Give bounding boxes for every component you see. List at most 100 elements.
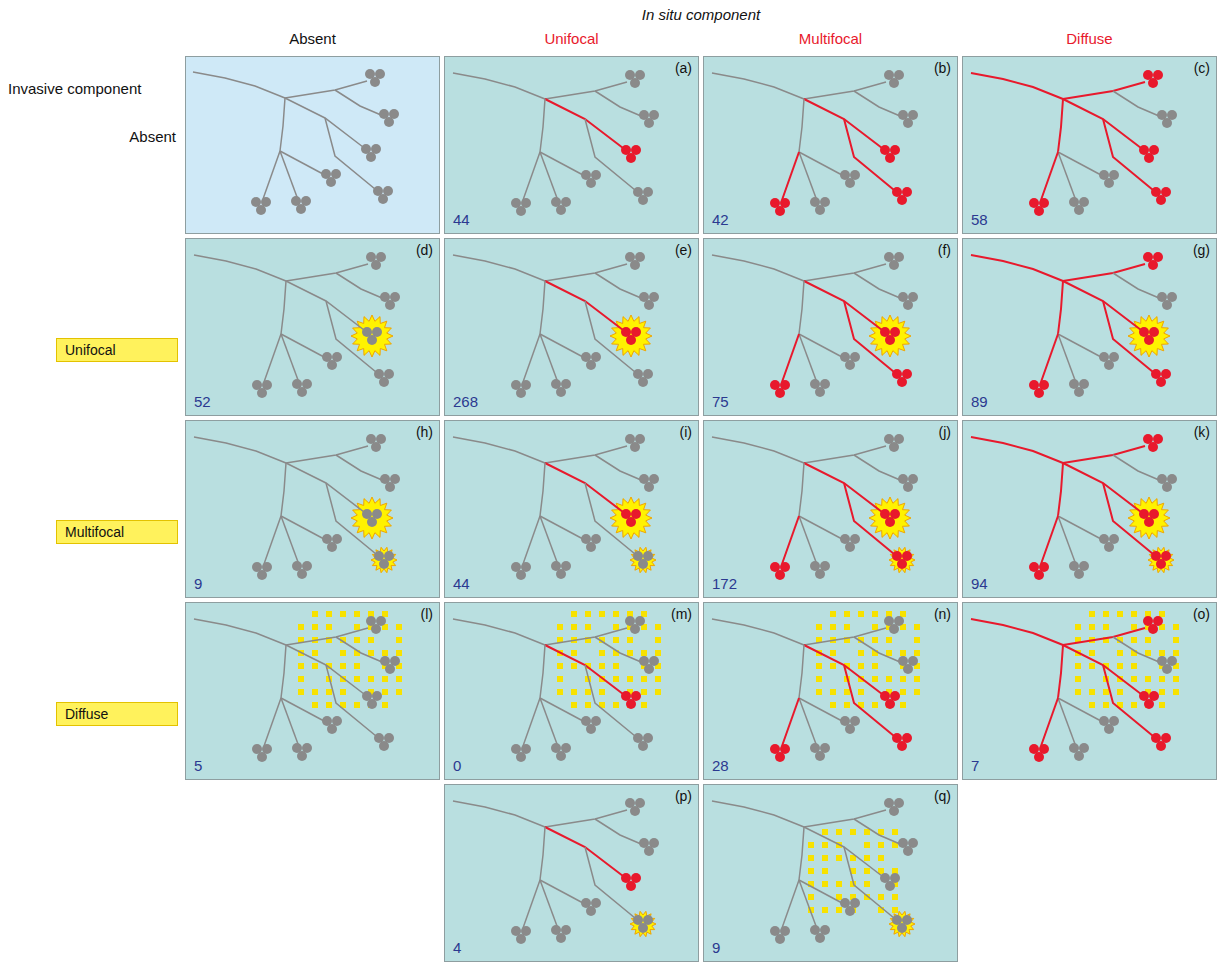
duct — [804, 264, 886, 281]
duct — [545, 463, 623, 512]
tumour-cell — [627, 637, 633, 643]
lobule — [630, 442, 640, 452]
tumour-cell — [599, 663, 605, 669]
tumour-cell — [844, 624, 850, 630]
duct — [336, 637, 382, 662]
lobule — [815, 933, 825, 943]
duct — [280, 98, 285, 151]
lobule — [885, 517, 895, 527]
case-count: 89 — [971, 393, 988, 410]
lobule — [516, 388, 526, 398]
tumour-cell — [872, 611, 878, 617]
lobule — [889, 442, 899, 452]
lobule — [297, 751, 307, 761]
duct — [281, 281, 286, 334]
tumour-cell — [354, 611, 360, 617]
panel-letter: (i) — [680, 424, 692, 440]
invasive-focus — [351, 315, 393, 357]
duct — [782, 516, 799, 564]
case-panel: (k)94 — [962, 420, 1217, 598]
tumour-cell — [878, 894, 884, 900]
lobule — [371, 260, 381, 270]
lobule — [1144, 699, 1154, 709]
lobule — [1162, 300, 1172, 310]
duct — [540, 99, 545, 152]
tumour-cell — [613, 676, 619, 682]
duct — [799, 152, 816, 198]
duct-tree — [185, 56, 440, 234]
duct — [585, 665, 635, 736]
tumour-cell — [1159, 650, 1165, 656]
lobule — [1104, 542, 1114, 552]
tumour-cell — [900, 611, 906, 617]
duct — [1063, 628, 1145, 645]
duct — [523, 698, 540, 746]
lobule — [1156, 741, 1166, 751]
tumour-cell — [844, 689, 850, 695]
duct — [1103, 301, 1153, 372]
duct — [285, 81, 367, 98]
tumour-cell — [368, 676, 374, 682]
tumour-cell — [1089, 624, 1095, 630]
tumour-cell — [1103, 611, 1109, 617]
duct — [712, 437, 804, 463]
tumour-cell — [830, 650, 836, 656]
tumour-cell — [1131, 663, 1137, 669]
duct — [1063, 645, 1141, 694]
tumour-cell — [892, 907, 898, 913]
tumour-cell — [326, 702, 332, 708]
duct — [804, 810, 886, 827]
tumour-cell — [892, 894, 898, 900]
invasive-focus — [351, 497, 393, 539]
duct — [585, 301, 635, 372]
duct — [194, 255, 286, 281]
tumour-cell — [822, 842, 828, 848]
tumour-cell — [1159, 611, 1165, 617]
duct — [971, 437, 1063, 463]
tumour-cell — [326, 611, 332, 617]
lobule — [1074, 387, 1084, 397]
duct — [971, 73, 1063, 99]
duct — [1058, 334, 1075, 380]
tumour-cell — [1145, 650, 1151, 656]
duct — [1063, 446, 1145, 463]
lobule — [885, 881, 895, 891]
duct — [194, 619, 286, 645]
duct — [1041, 334, 1058, 382]
tumour-cell — [1089, 650, 1095, 656]
lobule — [297, 569, 307, 579]
lobule — [644, 300, 654, 310]
duct — [540, 516, 557, 562]
tumour-cell — [571, 624, 577, 630]
duct — [1113, 637, 1159, 662]
lobule — [638, 559, 648, 569]
duct — [1063, 264, 1145, 281]
lobule — [626, 335, 636, 345]
tumour-cell — [340, 689, 346, 695]
duct — [545, 82, 627, 99]
tumour-cell — [872, 624, 878, 630]
duct — [854, 91, 900, 116]
duct — [540, 463, 545, 516]
tumour-cell — [613, 702, 619, 708]
tumour-cell — [808, 842, 814, 848]
lobule — [367, 699, 377, 709]
duct — [326, 483, 376, 554]
lobule — [379, 559, 389, 569]
lobule — [1156, 559, 1166, 569]
duct — [286, 463, 364, 512]
lobule — [257, 388, 267, 398]
duct — [453, 73, 545, 99]
case-count: 5 — [194, 757, 202, 774]
tumour-cell — [878, 842, 884, 848]
lobule — [379, 741, 389, 751]
duct-tree — [186, 421, 441, 599]
tumour-cell — [312, 663, 318, 669]
duct — [194, 437, 286, 463]
duct — [1063, 82, 1145, 99]
duct — [804, 463, 882, 512]
duct — [264, 516, 281, 564]
tumour-cell — [858, 611, 864, 617]
tumour-cell — [354, 702, 360, 708]
case-panel: (p)4 — [444, 784, 699, 962]
